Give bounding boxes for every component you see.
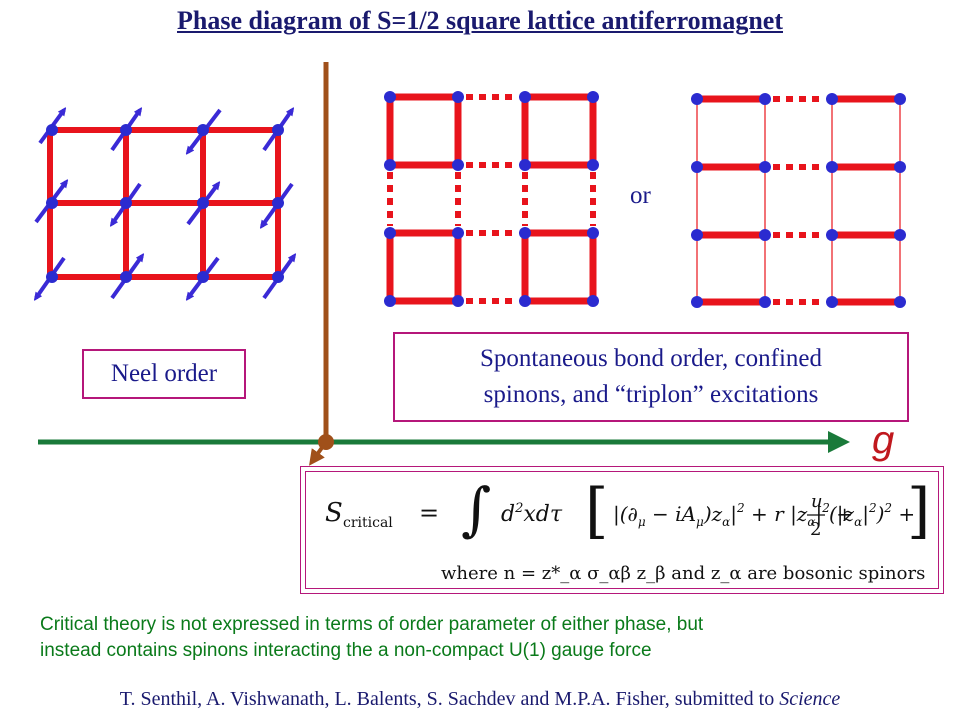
or-label: or	[630, 182, 651, 209]
bond-order-label-line1: Spontaneous bond order, confined	[480, 345, 822, 372]
bond-order-label: Spontaneous bond order, confined spinons…	[393, 332, 909, 422]
columnar-thin-bonds	[696, 99, 901, 302]
plaquette-dotted-bonds	[387, 94, 596, 304]
measure-term: d2xdτ	[501, 501, 563, 527]
integral-sign: ∫	[461, 475, 491, 543]
right-bracket: ]	[907, 476, 930, 546]
equals-sign: =	[419, 499, 439, 527]
action-subscript: critical	[343, 515, 393, 531]
u-numerator: u	[811, 491, 823, 512]
columnar-sites	[691, 93, 906, 308]
neel-lattice	[36, 110, 294, 298]
columnar-lattice	[691, 93, 906, 308]
plaquette-strong-bonds	[386, 93, 597, 305]
critical-action-box: S critical = ∫ d2xdτ [ |(∂μ − iAμ)zα|2 +…	[300, 466, 944, 594]
bond-order-label-line2: spinons, and “triplon” excitations	[483, 381, 819, 408]
neel-bonds	[47, 127, 281, 280]
critical-action-equation: S critical = ∫ d2xdτ [ |(∂μ − iAμ)zα|2 +…	[325, 475, 930, 584]
left-bracket: [	[585, 476, 608, 546]
critical-theory-note: Critical theory is not expressed in term…	[40, 612, 920, 664]
action-symbol: S	[325, 498, 343, 528]
neel-order-label: Neel order	[82, 349, 246, 399]
neel-sites	[46, 124, 284, 283]
columnar-dotted-bonds	[773, 96, 825, 305]
quartic-term: (|zα|2)2 +	[829, 501, 915, 529]
critical-theory-note-line1: Critical theory is not expressed in term…	[40, 614, 704, 635]
citation-authors: T. Senthil, A. Vishwanath, L. Balents, S…	[119, 688, 780, 710]
plaquette-sites	[384, 91, 599, 307]
columnar-strong-bonds	[697, 95, 900, 306]
g-axis-label: g	[872, 418, 895, 462]
u-denominator: 2	[810, 519, 821, 540]
equation-body: |(∂μ − iAμ)zα|2 + r |zα|2 +	[613, 501, 853, 529]
page-title: Phase diagram of S=1/2 square lattice an…	[177, 6, 783, 35]
critical-point-dot	[318, 434, 334, 450]
critical-theory-note-line2: instead contains spinons interacting the…	[40, 640, 652, 661]
citation: T. Senthil, A. Vishwanath, L. Balents, S…	[0, 688, 960, 711]
where-clause: where n = z*_α σ_αβ z_β and z_α are boso…	[441, 563, 925, 584]
citation-journal: Science	[779, 688, 841, 710]
plaquette-lattice	[384, 91, 599, 307]
